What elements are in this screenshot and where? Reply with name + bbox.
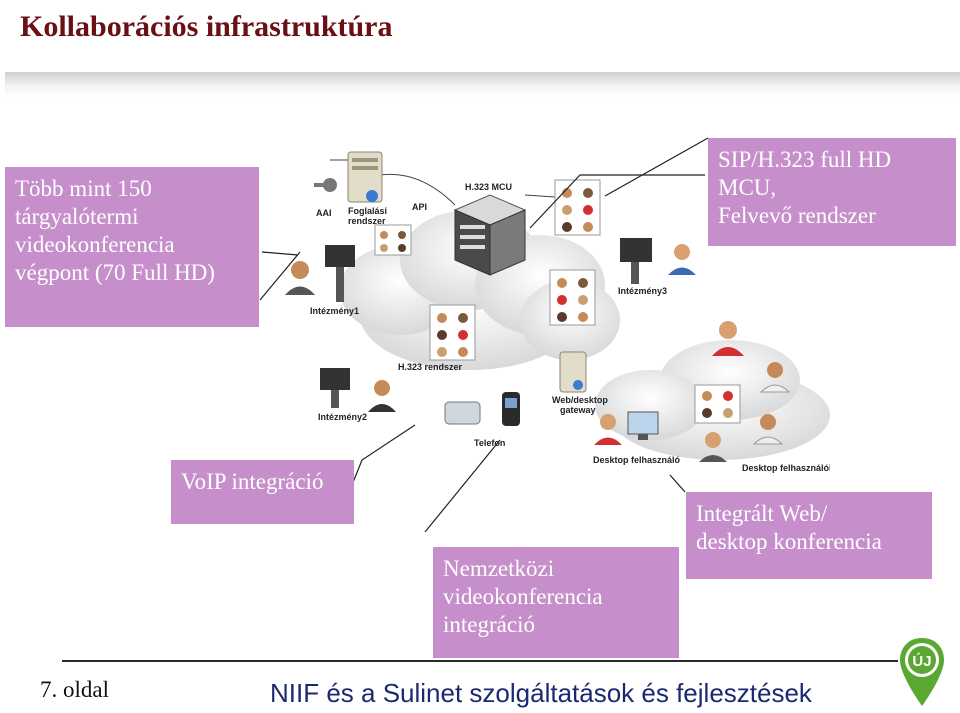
h323-system-label: H.323 rendszer bbox=[398, 362, 463, 372]
monitor-icon bbox=[627, 411, 659, 440]
callout-line: Több mint 150 bbox=[15, 176, 152, 201]
person-icon bbox=[594, 414, 622, 445]
callout-line: MCU, bbox=[718, 175, 777, 200]
phone-icon bbox=[444, 392, 520, 426]
person-icon bbox=[285, 261, 315, 295]
callout-line: videokonferencia bbox=[15, 232, 175, 257]
logo-text: ÚJ bbox=[912, 652, 931, 670]
person-icon bbox=[759, 362, 791, 393]
gateway-server-icon bbox=[559, 351, 587, 393]
participants-grid-icon bbox=[429, 304, 476, 361]
phone-label: Telefon bbox=[474, 438, 505, 448]
page-title: Kollaborációs infrastruktúra bbox=[20, 10, 393, 43]
participants-grid-icon bbox=[694, 384, 741, 424]
callout-line: Nemzetközi bbox=[443, 556, 555, 581]
desktop-user-label: Desktop felhasználó bbox=[593, 455, 681, 465]
booking-label-2: rendszer bbox=[348, 216, 386, 226]
person-icon bbox=[752, 414, 784, 445]
institution1-label: Intézmény1 bbox=[310, 306, 359, 316]
title-divider bbox=[5, 72, 960, 98]
video-endpoint-icon bbox=[320, 368, 350, 408]
uj-logo: ÚJ bbox=[900, 638, 944, 706]
api-label: API bbox=[412, 202, 427, 212]
callout-line: Integrált Web/ bbox=[696, 501, 828, 526]
network-diagram: AAI Foglalási rendszer API H.323 MCU bbox=[285, 151, 830, 473]
video-endpoint-icon bbox=[620, 238, 652, 284]
callout-voip: VoIP integráció bbox=[171, 460, 354, 524]
callout-web: Integrált Web/ desktop konferencia bbox=[686, 492, 932, 579]
booking-label: Foglalási bbox=[348, 206, 387, 216]
callout-international: Nemzetközi videokonferencia integráció bbox=[433, 547, 679, 658]
key-icon bbox=[314, 178, 337, 192]
callout-line: SIP/H.323 full HD bbox=[718, 147, 892, 172]
callout-line: végpont (70 Full HD) bbox=[15, 260, 215, 285]
callout-mcu: SIP/H.323 full HD MCU, Felvevő rendszer bbox=[708, 138, 956, 246]
callout-line: tárgyalótermi bbox=[15, 204, 139, 229]
person-icon bbox=[668, 244, 696, 275]
participants-grid-icon bbox=[374, 224, 412, 256]
callout-line: VoIP integráció bbox=[181, 469, 324, 494]
footer-text: NIIF és a Sulinet szolgáltatások és fejl… bbox=[270, 678, 812, 708]
callout-endpoints: Több mint 150 tárgyalótermi videokonfere… bbox=[5, 167, 259, 327]
callout-line: videokonferencia bbox=[443, 584, 603, 609]
gateway-label: Web/desktop bbox=[552, 395, 608, 405]
person-icon bbox=[368, 380, 396, 412]
mcu-device-icon bbox=[453, 194, 527, 276]
callout-line: Felvevő rendszer bbox=[718, 203, 876, 228]
gateway-label-2: gateway bbox=[560, 405, 596, 415]
institution2-label: Intézmény2 bbox=[318, 412, 367, 422]
video-endpoint-icon bbox=[325, 245, 355, 302]
participants-grid-icon bbox=[554, 179, 601, 236]
callout-line: integráció bbox=[443, 612, 535, 637]
booking-server-icon bbox=[347, 151, 383, 203]
participants-grid-icon bbox=[549, 269, 596, 326]
callout-line: desktop konferencia bbox=[696, 529, 882, 554]
footer-divider bbox=[62, 660, 898, 662]
page-number: 7. oldal bbox=[40, 677, 109, 702]
institution3-label: Intézmény3 bbox=[618, 286, 667, 296]
aai-label: AAI bbox=[316, 208, 332, 218]
person-icon bbox=[699, 432, 727, 462]
desktop-users-label: Desktop felhasználók bbox=[742, 463, 830, 473]
person-icon bbox=[712, 321, 744, 356]
mcu-label: H.323 MCU bbox=[465, 182, 512, 192]
